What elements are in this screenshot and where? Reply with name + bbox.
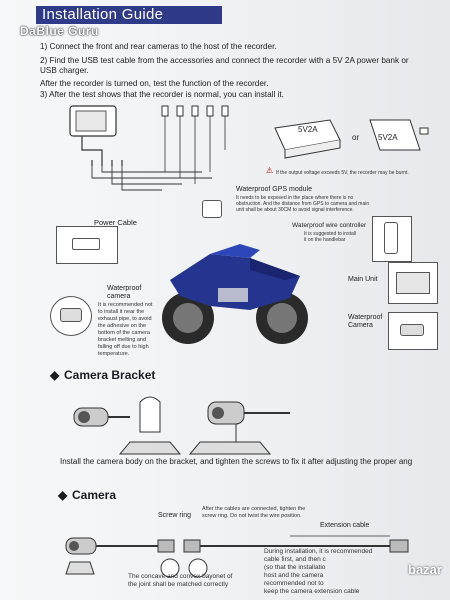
bayonet-note: The concave and convex bayonet of [128,573,233,580]
wire-note: it on the handlebar [304,237,346,243]
step-3: 3) After the test shows that the recorde… [40,90,284,99]
bracket-caption: Install the camera body on the bracket, … [60,457,413,466]
or-label: or [352,133,360,142]
gps-note: It needs to be exposed in the place wher… [236,195,354,201]
camera-icon [400,324,424,336]
wire-controller-label: Waterproof wire controller [292,222,367,229]
step-2: 2) Find the USB test cable from the acce… [40,56,409,65]
installation-note: During installation, it is recommended c… [264,548,373,595]
wire-note: It is suggested to install [304,231,356,237]
main-unit-icon [396,272,430,294]
step-2-note: After the recorder is turned on, test th… [40,79,269,88]
gps-title: Waterproof GPS module [236,186,312,193]
main-unit-label: Main Unit [348,276,378,283]
bracket-heading: Camera Bracket [64,368,156,382]
extension-cable-label: Extension cable [320,522,370,529]
step-1: 1) Connect the front and rear cameras to… [40,42,277,51]
controller-icon [384,222,398,254]
corner-logo: bazar [408,562,442,577]
warning-icon: ⚠ [266,166,274,175]
bracket-heading-icon: ◆ [50,368,60,382]
page-title: Installation Guide [36,6,222,24]
rear-camera-label-1: Waterproof [348,314,383,321]
gps-note: obstruction. And the distance from GPS t… [236,201,370,207]
screw-ring-label: Screw ring [158,512,192,519]
watermark: DaBlue Guru [20,24,99,38]
camera-heading-icon: ◆ [58,488,68,502]
front-camera-label-1: Waterproof [107,285,142,292]
camera-cable-illustration [65,535,409,578]
camera-icon [60,308,82,322]
power-cable-label: Power Cable [94,218,137,227]
motorcycle-illustration [162,244,308,344]
screw-note: screw ring. Do not twist the wire positi… [202,513,302,519]
step-2-cont: USB charger. [40,66,89,75]
gps-note: unit shall be about 30CM to avoid signal… [236,207,354,213]
front-camera-label-2: camera [107,293,131,300]
bayonet-note: the joint shall be matched correctly [128,581,229,588]
camera-heading: Camera [72,488,117,502]
gps-module-icon [202,200,222,218]
adapter-label: 5V2A [378,133,398,142]
voltage-warning: If the output voltage exceeds 5V, the re… [276,170,409,176]
rear-camera-label-2: Camera [348,322,373,329]
fuse-icon [72,238,100,250]
recorder-harness-illustration [69,105,229,191]
power-bank-illustration [274,119,429,159]
charger-label: 5V2A [298,125,318,134]
screw-note: After the cables are connected, tighten … [202,506,306,512]
bracket-illustration [73,396,290,455]
